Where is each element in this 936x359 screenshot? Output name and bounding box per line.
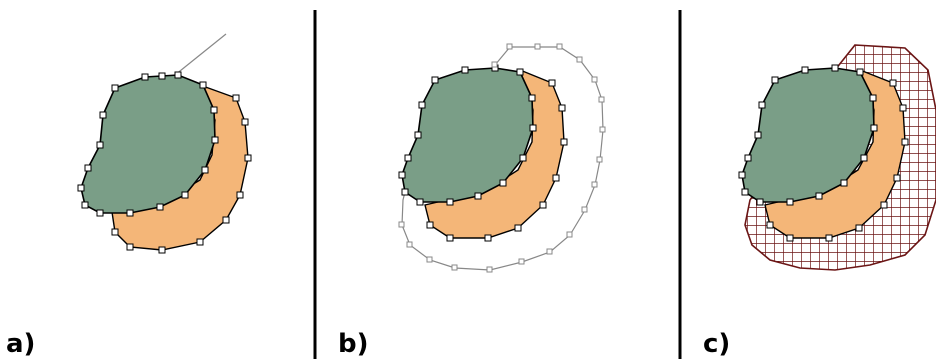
- panel-label: b): [338, 329, 369, 359]
- outline-vertex-markers: [398, 43, 606, 273]
- panel-c: c): [703, 44, 936, 359]
- panel-label: c): [703, 329, 730, 359]
- panel-label: a): [6, 329, 35, 359]
- vertex-markers: [398, 64, 568, 242]
- vertex-markers: [77, 71, 252, 254]
- panel-b: b): [338, 43, 606, 359]
- panel-a: a): [6, 33, 252, 359]
- vertex-markers: [738, 64, 909, 242]
- guide-stroke: [174, 33, 227, 76]
